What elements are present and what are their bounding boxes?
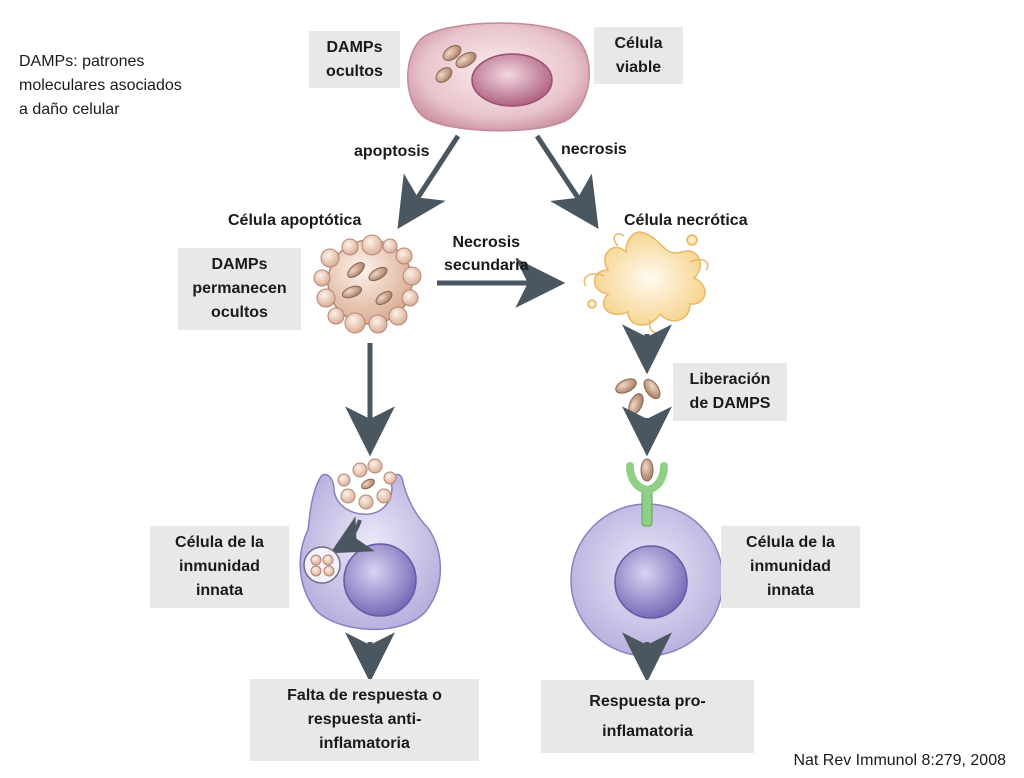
box-line: Falta de respuesta o [287, 687, 442, 704]
phagocyte-illustration [299, 458, 441, 631]
phagosome [303, 546, 341, 584]
released-damps-illustration [615, 378, 661, 415]
box-line: ocultos [326, 62, 383, 80]
box-line: inmunidad [179, 558, 260, 575]
apoptosis-arrow [397, 134, 461, 229]
note-line: DAMPs: patrones [19, 53, 145, 70]
box-line: DAMPs [211, 256, 268, 273]
box-line: DAMPs [326, 38, 383, 56]
box-line: respuesta anti- [307, 711, 422, 728]
box-line: de DAMPS [689, 395, 771, 412]
damps-definition-note: DAMPs: patrones moleculares asociados a … [19, 50, 182, 122]
necrosis-label: necrosis [561, 141, 627, 158]
box-line: Célula de la [746, 534, 835, 551]
anti-inflammatory-response-box: Falta de respuesta o respuesta anti- inf… [250, 679, 479, 761]
receptor-icon [626, 458, 668, 527]
hidden-damps-box: DAMPs ocultos [309, 31, 400, 88]
note-line: a daño celular [19, 101, 120, 118]
apoptotic-cell-label: Célula apoptótica [228, 212, 362, 229]
citation: Nat Rev Immunol 8:279, 2008 [793, 752, 1006, 769]
box-line: viable [615, 58, 662, 76]
box-line: innata [195, 582, 244, 599]
box-line: inmunidad [750, 558, 831, 575]
apoptosis-label: apoptosis [354, 143, 430, 160]
label-line: Necrosis [452, 234, 521, 251]
box-line: innata [766, 582, 815, 599]
viable-cell-box: Célula viable [594, 27, 683, 84]
box-line: Célula [614, 34, 663, 52]
viable-cell-illustration [407, 22, 591, 132]
necrosis-arrow [534, 134, 599, 229]
note-line: moleculares asociados [19, 77, 182, 94]
secondary-necrosis-label: Necrosis secundaria [444, 231, 528, 277]
innate-immune-cell-box-left: Célula de la inmunidad innata [150, 526, 289, 608]
damps-remain-hidden-box: DAMPs permanecen ocultos [178, 248, 301, 330]
box-line: ocultos [211, 304, 268, 321]
box-line: Célula de la [175, 534, 264, 551]
pro-inflammatory-response-box: Respuesta pro- inflamatoria [541, 680, 754, 753]
box-line: Liberación [689, 371, 771, 388]
box-line: Respuesta pro- [589, 692, 706, 710]
box-line: inflamatoria [319, 735, 410, 752]
phagocyte-nucleus [343, 543, 417, 617]
innate-immune-cell-box-right: Célula de la inmunidad innata [721, 526, 860, 608]
damps-release-box: Liberación de DAMPS [673, 363, 787, 421]
necrotic-cell-label: Célula necrótica [624, 212, 748, 229]
viable-cell-nucleus [471, 53, 553, 107]
box-line: inflamatoria [602, 722, 693, 740]
label-line: secundaria [444, 257, 529, 274]
receptor-immune-cell-illustration [570, 458, 724, 657]
immune-cell-nucleus [614, 545, 688, 619]
box-line: permanecen [192, 280, 287, 297]
apoptotic-cell-illustration [313, 234, 422, 334]
necrotic-cell-illustration [583, 231, 709, 334]
